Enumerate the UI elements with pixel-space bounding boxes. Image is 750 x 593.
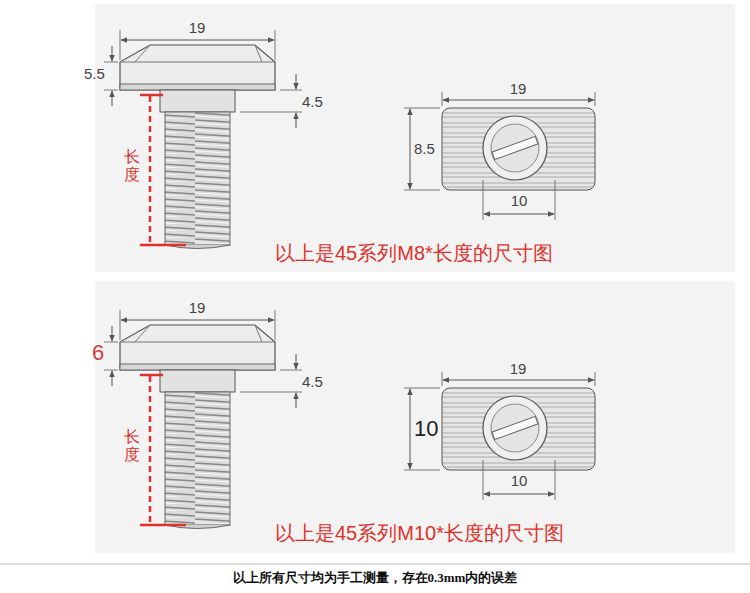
- dimension-label: 5.5: [84, 66, 105, 83]
- dimension-label: 4.5: [302, 374, 323, 391]
- length-label: 长度: [124, 148, 140, 183]
- dimension-label: 19: [189, 20, 206, 37]
- dimension-label: 10: [511, 473, 528, 490]
- dimension-label: 19: [510, 81, 527, 98]
- dimension-label: 4.5: [302, 94, 323, 111]
- dimension-label: 以上是45系列M8*长度的尺寸图: [275, 242, 553, 264]
- dimension-label: 6: [92, 341, 104, 365]
- dimension-label: 以上是45系列M10*长度的尺寸图: [275, 522, 564, 544]
- dimension-label: 19: [510, 361, 527, 378]
- dimension-label: 8.5: [414, 141, 435, 158]
- dimension-label: 10: [511, 193, 528, 210]
- length-label: 长度: [124, 428, 140, 463]
- measurement-note: 以上所有尺寸均为手工测量，存在0.3mm内的误差: [233, 571, 518, 585]
- dimension-label: 10: [414, 417, 438, 441]
- dimension-label: 19: [189, 300, 206, 317]
